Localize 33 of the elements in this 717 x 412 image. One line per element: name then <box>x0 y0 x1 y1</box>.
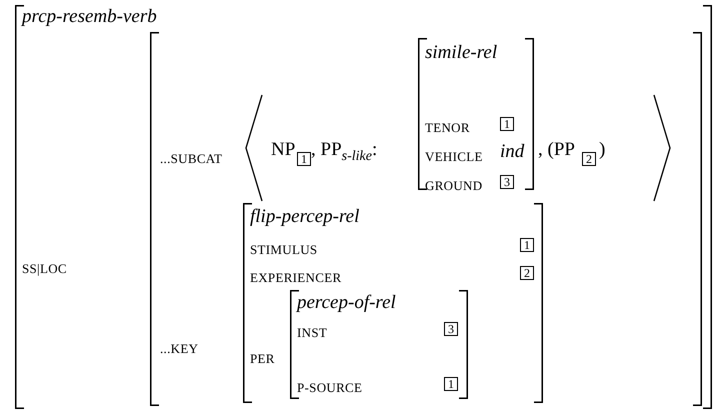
coindex-tag: 1 <box>297 152 311 166</box>
category-label: , (PP <box>538 139 575 161</box>
feature-label: ...KEY <box>160 340 198 358</box>
feature-label: STIMULUS <box>250 241 318 259</box>
feature-label: INST <box>297 324 328 342</box>
coindex-tag: 1 <box>500 117 514 131</box>
attribute-value-matrix <box>290 290 468 399</box>
type-label: percep-of-rel <box>297 292 396 314</box>
category-label: , PP$_{s-like}$: <box>311 139 378 166</box>
coindex-tag: 2 <box>520 266 534 280</box>
type-label: simile-rel <box>425 42 498 64</box>
value-text: ind <box>500 141 524 163</box>
category-label: NP <box>271 139 296 161</box>
attribute-value-matrix <box>150 32 702 406</box>
feature-label: TENOR <box>425 119 470 137</box>
coindex-tag: 2 <box>582 152 596 166</box>
coindex-tag: 1 <box>520 238 534 252</box>
category-label: ) <box>599 139 606 161</box>
feature-label: SS|LOC <box>22 260 67 278</box>
feature-label: PER <box>250 350 275 368</box>
type-label: flip-percep-rel <box>250 206 360 228</box>
attribute-value-matrix <box>418 38 534 190</box>
coindex-tag: 3 <box>500 175 514 189</box>
attribute-value-matrix <box>243 203 543 403</box>
type-label: prcp-resemb-verb <box>22 6 157 28</box>
coindex-tag: 1 <box>444 377 458 391</box>
feature-label: VEHICLE <box>425 148 483 166</box>
feature-label: ...SUBCAT <box>160 150 222 168</box>
coindex-tag: 3 <box>444 322 458 336</box>
feature-label: EXPERIENCER <box>250 269 342 287</box>
feature-label: P-SOURCE <box>297 379 362 397</box>
feature-label: GROUND <box>425 177 482 195</box>
attribute-value-matrix <box>15 5 712 409</box>
